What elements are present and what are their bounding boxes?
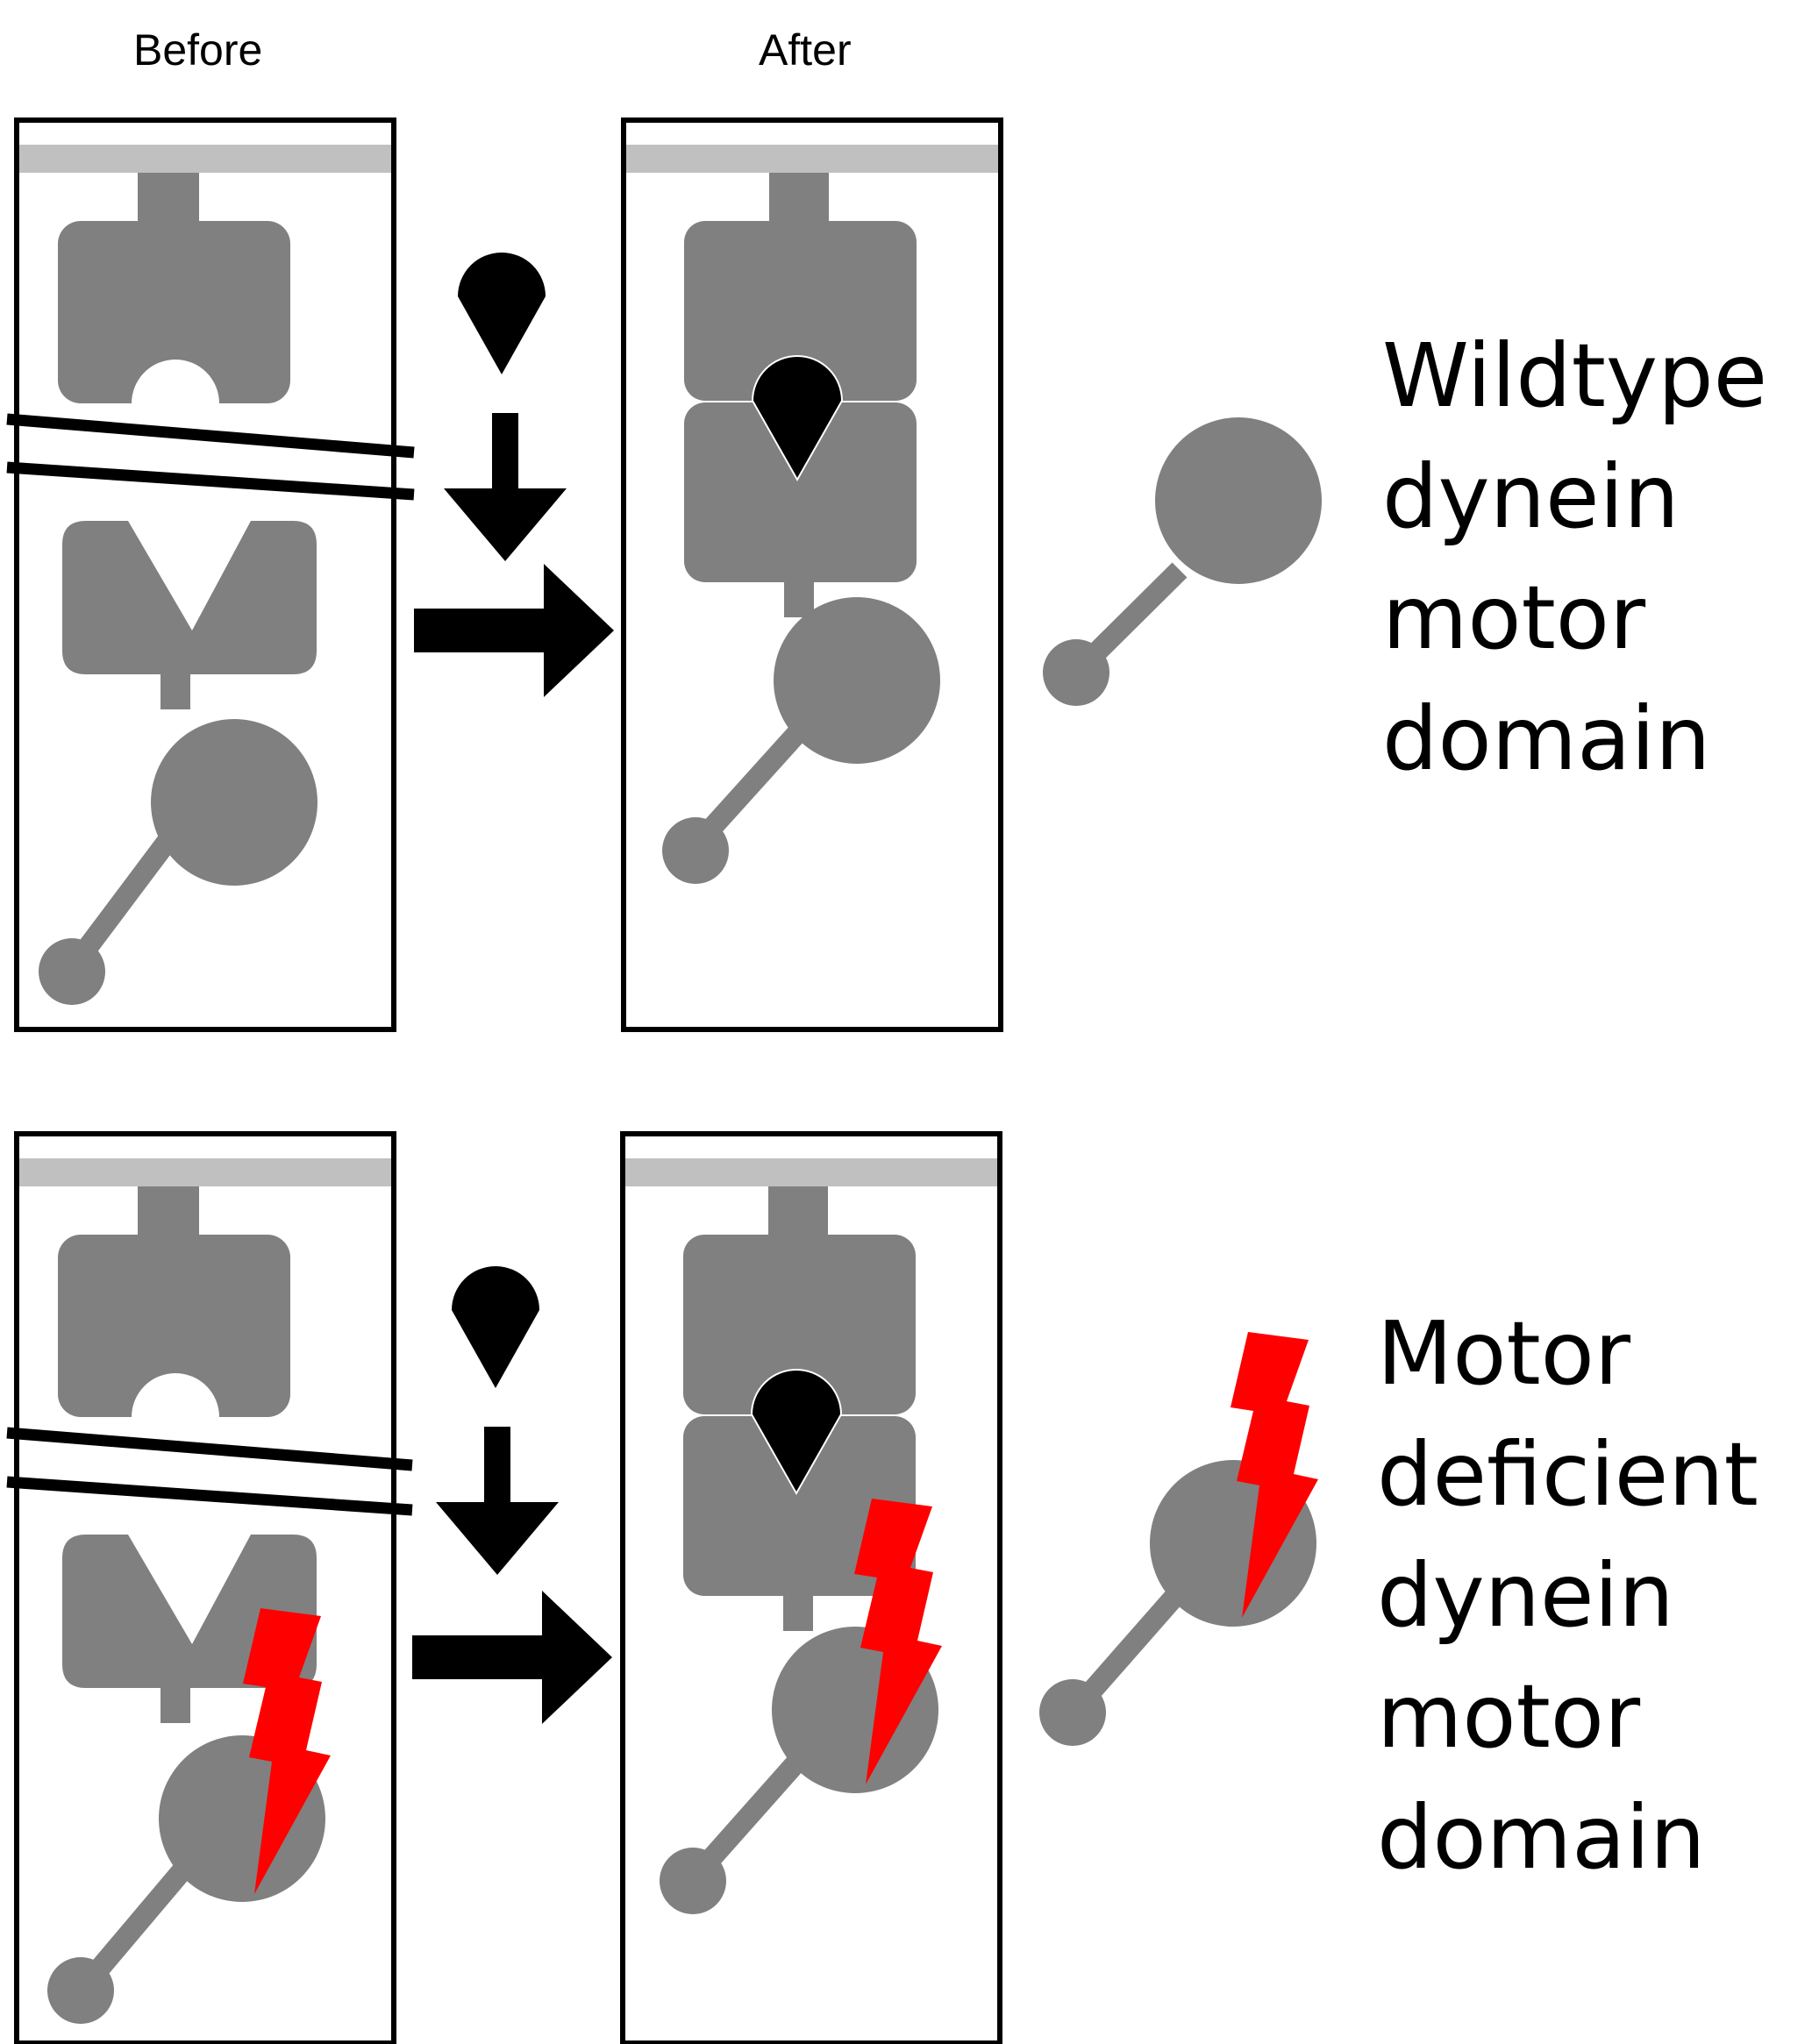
deficient-after-panel [619, 1130, 1003, 2044]
deficient-label-line: domain [1377, 1786, 1706, 1889]
wildtype-break-marks [6, 413, 415, 501]
before-column-label: Before [133, 25, 263, 75]
deficient-label-line: deficient [1377, 1423, 1758, 1526]
wildtype-down-arrow-icon [444, 413, 567, 561]
wildtype-label-line: domain [1382, 687, 1711, 790]
after-column-label: After [759, 25, 852, 75]
wildtype-after-panel [620, 117, 1004, 1032]
wildtype-label-line: Wildtype [1382, 324, 1768, 427]
deficient-label-line: Motor [1377, 1302, 1630, 1405]
deficient-ligand-icon [452, 1266, 539, 1388]
deficient-down-arrow-icon [436, 1427, 559, 1575]
wildtype-right-arrow-icon [414, 564, 614, 697]
deficient-right-arrow-icon [412, 1591, 612, 1724]
deficient-label-line: motor [1377, 1665, 1641, 1768]
wildtype-before-motor-domain [39, 719, 317, 1005]
wildtype-before-panel [14, 118, 396, 1032]
deficient-label-line: dynein [1377, 1544, 1674, 1647]
wildtype-label: Wildtype dynein motor domain [1382, 316, 1767, 800]
wildtype-label-line: motor [1382, 566, 1646, 669]
deficient-label: Motor deficient dynein motor domain [1377, 1293, 1758, 1898]
wildtype-after-motor-domain [662, 597, 940, 884]
wildtype-label-line: dynein [1382, 445, 1680, 548]
wildtype-isolated-motor-domain [1043, 417, 1322, 706]
deficient-before-panel [14, 1131, 396, 2044]
wildtype-ligand-icon [458, 253, 546, 374]
deficient-break-marks [6, 1427, 413, 1516]
